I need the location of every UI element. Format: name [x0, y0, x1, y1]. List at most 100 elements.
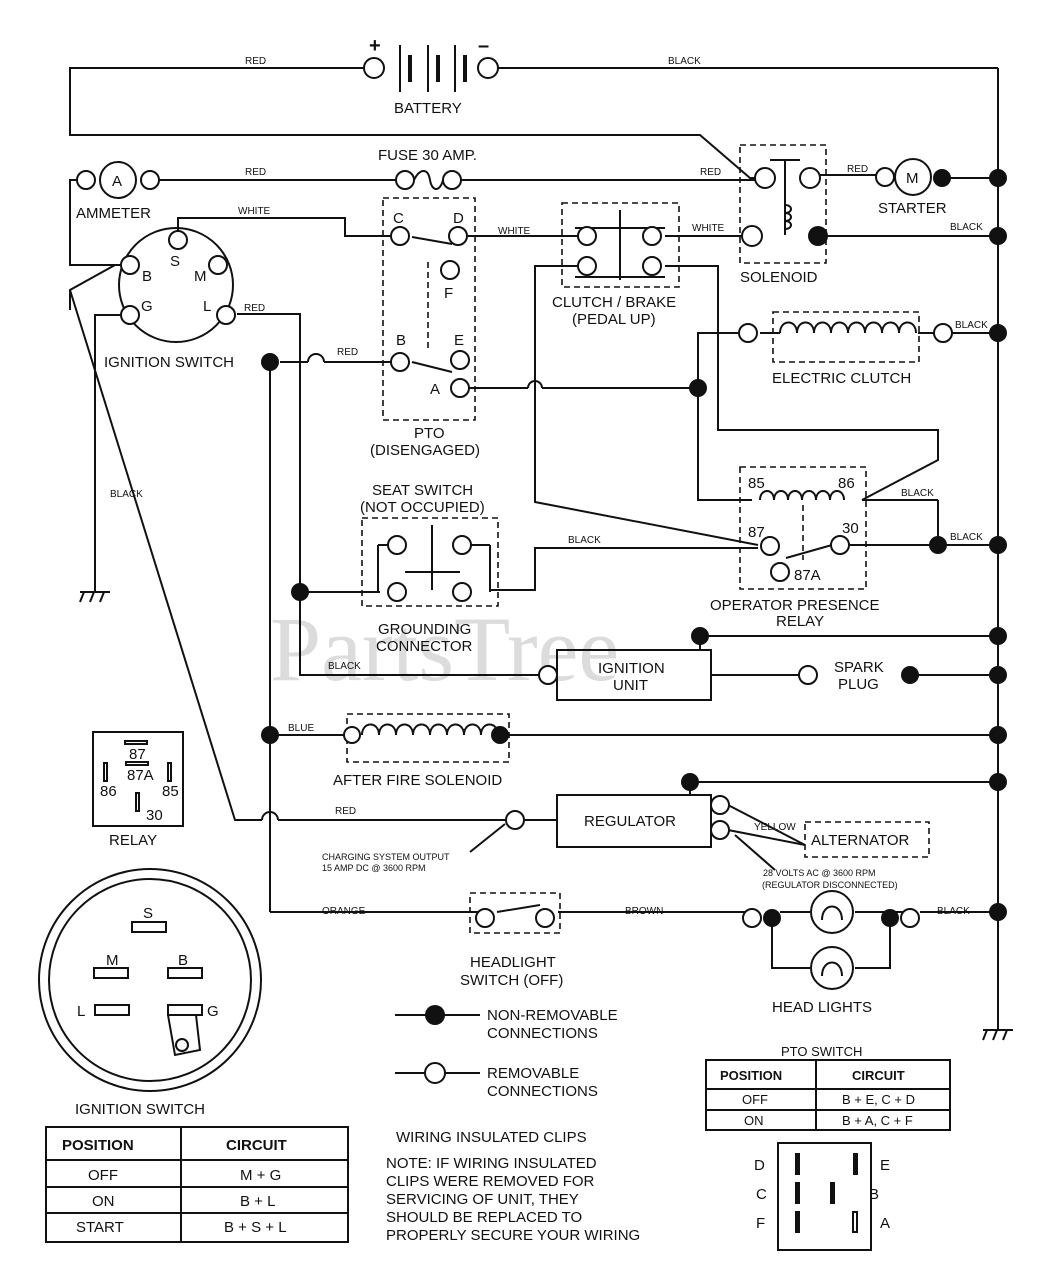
wire-label-black: BLACK	[901, 488, 934, 499]
wire-label-red: RED	[337, 347, 358, 358]
wire-label-black: BLACK	[668, 56, 701, 67]
electric-clutch-label: ELECTRIC CLUTCH	[772, 370, 911, 387]
spark-plug-label-2: PLUG	[838, 676, 879, 693]
terminal-g: G	[141, 298, 153, 315]
relay-label: RELAY	[109, 832, 157, 849]
pto-pin-b: B	[869, 1186, 879, 1203]
wire-label-brown: BROWN	[625, 906, 663, 917]
opr-relay-sub-label: RELAY	[776, 613, 824, 630]
wire-label-red: RED	[700, 167, 721, 178]
charging-note-1: CHARGING SYSTEM OUTPUT	[322, 852, 450, 862]
clutch-brake-label: CLUTCH / BRAKE	[552, 294, 676, 311]
grounding-label: GROUNDING	[378, 621, 471, 638]
starter-symbol: M	[906, 170, 919, 187]
ground-right-icon	[982, 1029, 1013, 1041]
wire-label-red: RED	[335, 806, 356, 817]
spark-plug-label-1: SPARK	[834, 659, 884, 676]
relay-pin-87a: 87A	[127, 767, 154, 784]
relay-pin-87: 87	[129, 746, 146, 763]
fuse-label: FUSE 30 AMP.	[378, 147, 477, 164]
ignition-switch-face: S M B L G IGNITION SWITCH	[38, 868, 262, 1118]
regulator-label: REGULATOR	[584, 813, 676, 830]
operator-presence-relay: 85 86 87 30 87A OPERATOR PRESENCE RELAY	[710, 466, 879, 630]
alternator-label: ALTERNATOR	[811, 832, 910, 849]
headlight-switch: HEADLIGHT SWITCH (OFF)	[460, 892, 563, 989]
pto-sub-label: (DISENGAGED)	[370, 442, 480, 459]
legend-non-removable-1: NON-REMOVABLE	[487, 1007, 618, 1024]
seat-switch-sub-label: (NOT OCCUPIED)	[360, 499, 485, 516]
headlight-switch-label: HEADLIGHT	[470, 954, 556, 971]
legend: NON-REMOVABLE CONNECTIONS REMOVABLE CONN…	[395, 1005, 618, 1100]
clips-line-4: SHOULD BE REPLACED TO	[386, 1209, 582, 1226]
pto-switch-pinout: D C F E B A	[754, 1142, 890, 1251]
wire-label-blue: BLUE	[288, 723, 314, 734]
pto-pin-a: A	[880, 1215, 890, 1232]
ign-table-cell: B + S + L	[224, 1219, 287, 1236]
face-terminal-l: L	[77, 1003, 85, 1020]
alternator: ALTERNATOR	[804, 821, 930, 858]
clips-line-1: NOTE: IF WIRING INSULATED	[386, 1155, 597, 1172]
wire-label-orange: ORANGE	[322, 906, 366, 917]
terminal-m: M	[194, 268, 207, 285]
ign-table-cell: M + G	[240, 1167, 281, 1184]
ign-table-cell: START	[76, 1219, 124, 1236]
ignition-unit-label-1: IGNITION	[598, 660, 665, 677]
ign-table-header-position: POSITION	[62, 1137, 134, 1154]
wire-label-black: BLACK	[328, 661, 361, 672]
wire-label-yellow: YELLOW	[754, 822, 796, 833]
legend-removable-2: CONNECTIONS	[487, 1083, 598, 1100]
clutch-brake-sub-label: (PEDAL UP)	[572, 311, 656, 328]
pto-table-header-position: POSITION	[720, 1068, 782, 1083]
battery-minus-label: –	[478, 35, 489, 57]
wire-label-red: RED	[244, 303, 265, 314]
wire-label-black: BLACK	[937, 906, 970, 917]
headlight-switch-sub-label: SWITCH (OFF)	[460, 972, 563, 989]
seat-switch: SEAT SWITCH (NOT OCCUPIED) GROUNDING CON…	[360, 482, 499, 655]
wire-label-red: RED	[245, 56, 266, 67]
legend-removable-1: REMOVABLE	[487, 1065, 579, 1082]
wire-label-black: BLACK	[568, 535, 601, 546]
ignition-unit-label-2: UNIT	[613, 677, 648, 694]
terminal-85: 85	[748, 475, 765, 492]
relay-pin-30: 30	[146, 807, 163, 824]
terminal-e: E	[454, 332, 464, 349]
wire-label-black: BLACK	[950, 222, 983, 233]
fuse: FUSE 30 AMP.	[378, 147, 477, 190]
clutch-brake-switch: CLUTCH / BRAKE (PEDAL UP)	[552, 202, 680, 328]
clips-line-3: SERVICING OF UNIT, THEY	[386, 1191, 579, 1208]
ground-left-icon	[79, 591, 110, 603]
pto-table-cell: ON	[744, 1113, 764, 1128]
solenoid: SOLENOID	[739, 144, 828, 286]
clips-line-2: CLIPS WERE REMOVED FOR	[386, 1173, 595, 1190]
seat-switch-label: SEAT SWITCH	[372, 482, 473, 499]
pto-table-header-circuit: CIRCUIT	[852, 1068, 905, 1083]
ignition-unit: IGNITION UNIT	[538, 649, 712, 701]
face-terminal-m: M	[106, 952, 119, 969]
battery-plus-label: +	[369, 35, 381, 57]
relay-pinout: 87 87A 86 85 30 RELAY	[92, 731, 184, 849]
pto-switch: C D F B E A PTO (DISENGAGED)	[370, 197, 480, 459]
ign-table-cell: ON	[92, 1193, 115, 1210]
face-terminal-g: G	[207, 1003, 219, 1020]
spark-plug: SPARK PLUG	[798, 659, 919, 693]
wire-label-red: RED	[847, 164, 868, 175]
wire-label-black: BLACK	[110, 489, 143, 500]
ignition-position-table: POSITION CIRCUIT OFF M + G ON B + L STAR…	[45, 1126, 349, 1243]
junction-dots	[261, 169, 1007, 921]
solenoid-label: SOLENOID	[740, 269, 818, 286]
starter: M STARTER	[875, 158, 951, 217]
terminal-s: S	[170, 253, 180, 270]
starter-label: STARTER	[878, 200, 947, 217]
clips-note: WIRING INSULATED CLIPS NOTE: IF WIRING I…	[386, 1129, 640, 1244]
electric-clutch: ELECTRIC CLUTCH	[738, 311, 953, 387]
after-fire-solenoid: AFTER FIRE SOLENOID	[333, 713, 510, 789]
terminal-d: D	[453, 210, 464, 227]
opr-relay-label: OPERATOR PRESENCE	[710, 597, 879, 614]
charging-note-2: 15 AMP DC @ 3600 RPM	[322, 863, 426, 873]
clips-line-5: PROPERLY SECURE YOUR WIRING	[386, 1227, 640, 1244]
wire-label-white: WHITE	[498, 226, 531, 237]
wire-label-black: BLACK	[955, 320, 988, 331]
terminal-b: B	[396, 332, 406, 349]
alternator-note-1: 28 VOLTS AC @ 3600 RPM	[763, 868, 876, 878]
terminal-f: F	[444, 285, 453, 302]
